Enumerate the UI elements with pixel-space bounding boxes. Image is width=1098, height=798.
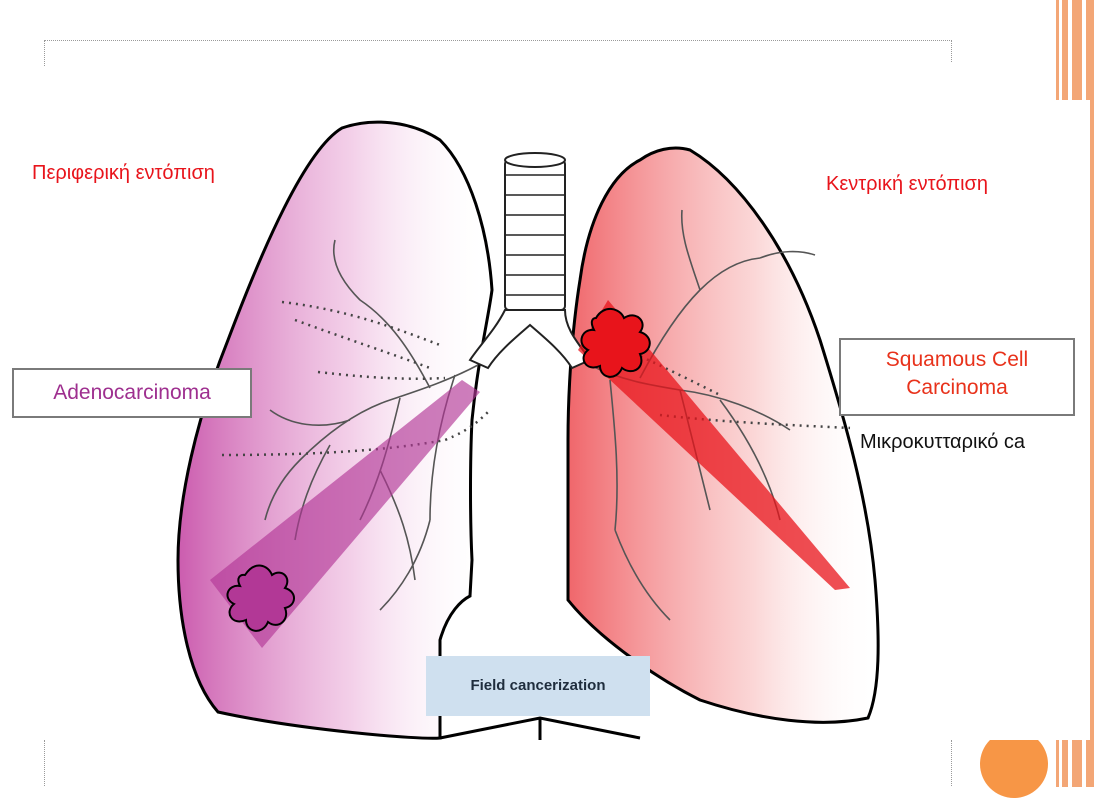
label-squamous-line1: Squamous Cell	[841, 346, 1073, 374]
label-adenocarcinoma: Adenocarcinoma	[12, 368, 252, 418]
tumor-mass-right	[581, 309, 649, 377]
label-squamous: Squamous Cell Carcinoma	[839, 338, 1075, 416]
label-squamous-line2: Carcinoma	[841, 374, 1073, 402]
field-cancerization-box: Field cancerization	[426, 656, 650, 716]
label-small-cell: Μικροκυτταρικό ca	[860, 431, 1025, 454]
label-peripheral: Περιφερική εντόπιση	[32, 162, 215, 185]
label-central: Κεντρική εντόπιση	[826, 173, 988, 196]
field-pointer	[440, 718, 640, 740]
